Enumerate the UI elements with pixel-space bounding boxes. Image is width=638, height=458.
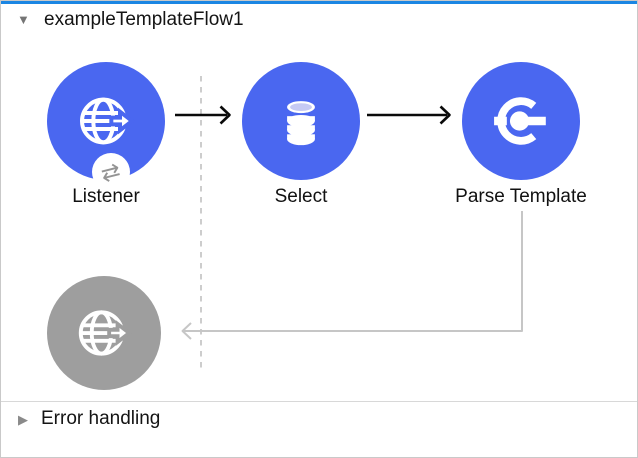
flow-title[interactable]: exampleTemplateFlow1 [44,9,244,30]
node-label-select: Select [274,186,328,207]
database-icon [287,101,315,146]
exchange-arrows-icon: ⇄ [98,156,124,187]
error-handling-title[interactable]: Error handling [41,408,161,429]
node-label-parse-template: Parse Template [455,186,587,207]
connector-arrowhead-2-icon [439,105,451,125]
error-handling-separator [1,401,637,402]
error-handling-expand-caret-icon[interactable]: ▶ [18,412,28,427]
globe-arrow-icon [80,97,136,145]
flow-collapse-caret-icon[interactable]: ▼ [17,12,30,27]
connector-arrowhead-1-icon [219,105,231,125]
connector-parse-template-to-ghost [183,211,523,332]
connector-gray-arrowhead-icon [181,322,192,340]
node-parse-template[interactable] [462,62,580,180]
core-component-icon [494,97,546,145]
flow-selection-highlight [1,1,637,4]
node-label-listener: Listener [72,186,140,207]
message-exchange-badge: ⇄ [92,153,130,191]
node-select[interactable] [242,62,360,180]
globe-arrow-icon [78,310,133,356]
node-ghost-http-requester[interactable] [47,276,161,390]
